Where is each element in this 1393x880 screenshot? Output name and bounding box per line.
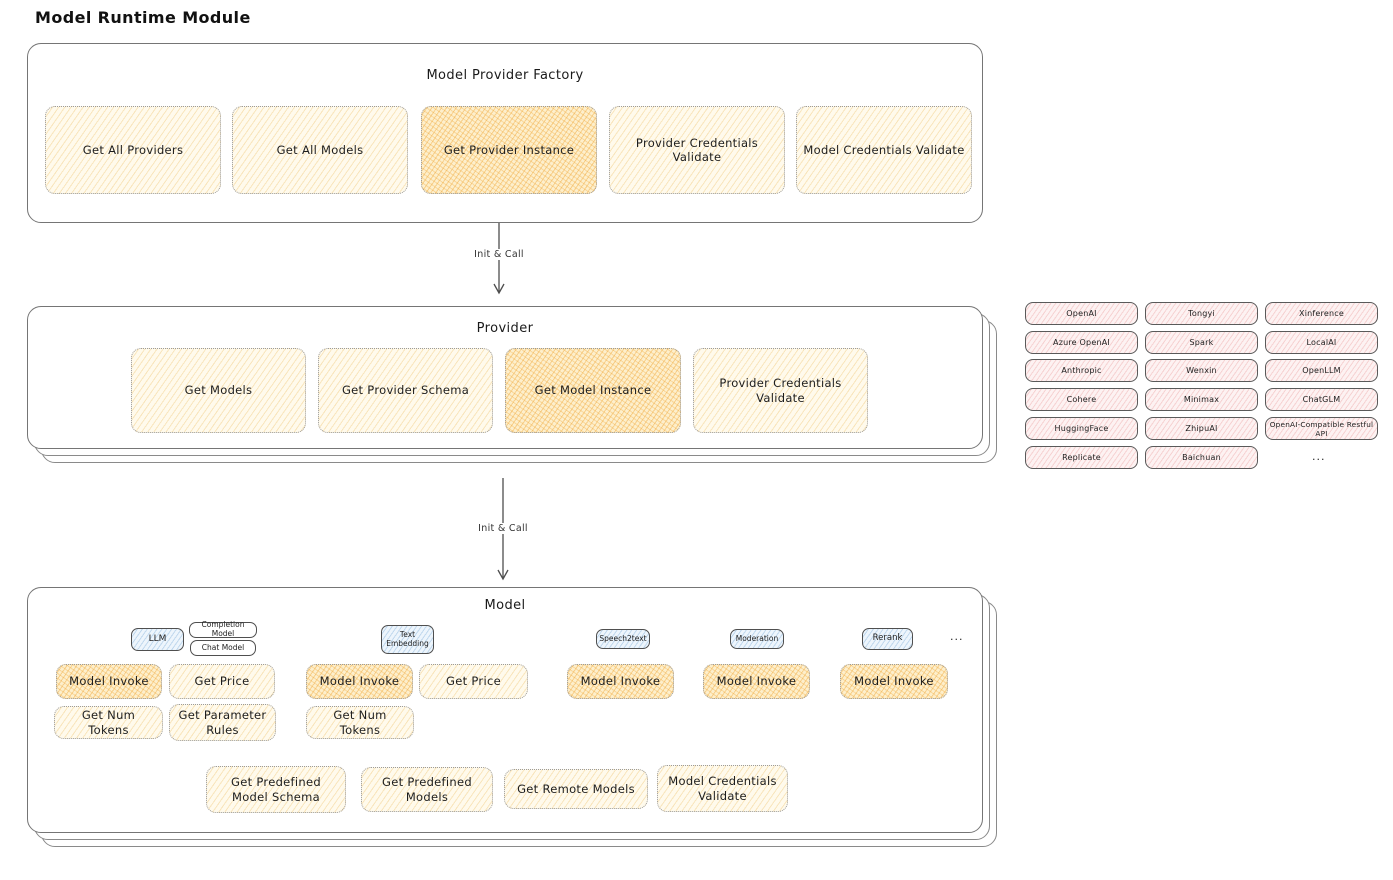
provider-pill-tongyi: Tongyi: [1145, 302, 1258, 325]
model-panel: Model LLM Completion Model Chat Model Te…: [27, 587, 997, 847]
provider-box-get-model-instance: Get Model Instance: [505, 348, 681, 433]
llm-get-price-box: Get Price: [169, 664, 275, 699]
get-remote-models-box: Get Remote Models: [504, 769, 648, 809]
page-title: Model Runtime Module: [35, 8, 251, 27]
llm-get-parameter-rules-box: Get Parameter Rules: [169, 704, 276, 741]
provider-panel-title: Provider: [476, 321, 534, 336]
tag-rerank: Rerank: [862, 628, 913, 650]
init-call-arrow-2: Init & Call: [475, 478, 531, 581]
provider-list-grid: OpenAI Tongyi Xinference Azure OpenAI Sp…: [1025, 300, 1381, 472]
factory-panel: Model Provider Factory Get All Providers…: [27, 43, 983, 223]
text-embedding-get-price-box: Get Price: [419, 664, 528, 699]
provider-pill-huggingface: HuggingFace: [1025, 417, 1138, 440]
provider-pill-spark: Spark: [1145, 331, 1258, 354]
provider-pill-anthropic: Anthropic: [1025, 359, 1138, 382]
provider-pill-cohere: Cohere: [1025, 388, 1138, 411]
init-call-arrow-1: Init & Call: [471, 223, 527, 295]
provider-pill-minimax: Minimax: [1145, 388, 1258, 411]
get-predefined-model-schema-box: Get Predefined Model Schema: [206, 766, 346, 813]
provider-box-provider-credentials-validate: Provider Credentials Validate: [693, 348, 868, 433]
provider-pill-baichuan: Baichuan: [1145, 446, 1258, 469]
provider-pill-zhipuai: ZhipuAI: [1145, 417, 1258, 440]
provider-pill-chatglm: ChatGLM: [1265, 388, 1378, 411]
tag-llm: LLM: [131, 628, 184, 651]
provider-pill-xinference: Xinference: [1265, 302, 1378, 325]
provider-panel: Provider Get Models Get Provider Schema …: [27, 306, 997, 463]
provider-pill-replicate: Replicate: [1025, 446, 1138, 469]
provider-pill-localai: LocalAI: [1265, 331, 1378, 354]
provider-pill-azure-openai: Azure OpenAI: [1025, 331, 1138, 354]
provider-pill-openai: OpenAI: [1025, 302, 1138, 325]
provider-pill-wenxin: Wenxin: [1145, 359, 1258, 382]
factory-box-get-all-providers: Get All Providers: [45, 106, 221, 194]
init-call-label-1: Init & Call: [471, 249, 527, 260]
get-predefined-models-box: Get Predefined Models: [361, 767, 493, 812]
tag-speech2text: Speech2text: [596, 629, 650, 649]
tag-chat-model: Chat Model: [190, 640, 256, 656]
provider-panel-layer-front: Provider Get Models Get Provider Schema …: [27, 306, 983, 449]
model-panel-layer-front: Model LLM Completion Model Chat Model Te…: [27, 587, 983, 833]
model-credentials-validate-box: Model Credentials Validate: [657, 765, 788, 812]
factory-box-get-all-models: Get All Models: [232, 106, 408, 194]
provider-pill-openai-compatible-restful-api: OpenAI-Compatible Restful API: [1265, 417, 1378, 440]
model-tags-ellipsis: ...: [950, 630, 964, 643]
speech2text-model-invoke-box: Model Invoke: [567, 664, 674, 699]
provider-box-get-provider-schema: Get Provider Schema: [318, 348, 493, 433]
tag-moderation: Moderation: [730, 629, 784, 649]
llm-get-num-tokens-box: Get Num Tokens: [54, 706, 163, 739]
provider-list-ellipsis: ...: [1312, 450, 1326, 463]
llm-model-invoke-box: Model Invoke: [56, 664, 162, 699]
tag-text-embedding: Text Embedding: [381, 625, 434, 654]
rerank-model-invoke-box: Model Invoke: [840, 664, 948, 699]
init-call-label-2: Init & Call: [475, 523, 531, 534]
factory-panel-title: Model Provider Factory: [426, 68, 584, 83]
provider-pill-openllm: OpenLLM: [1265, 359, 1378, 382]
text-embedding-model-invoke-box: Model Invoke: [306, 664, 413, 699]
model-panel-title: Model: [484, 598, 526, 613]
factory-box-model-credentials-validate: Model Credentials Validate: [796, 106, 972, 194]
tag-completion-model: Completion Model: [189, 621, 257, 638]
factory-box-get-provider-instance: Get Provider Instance: [421, 106, 597, 194]
factory-box-provider-credentials-validate: Provider Credentials Validate: [609, 106, 785, 194]
text-embedding-get-num-tokens-box: Get Num Tokens: [306, 706, 414, 739]
provider-box-get-models: Get Models: [131, 348, 306, 433]
moderation-model-invoke-box: Model Invoke: [703, 664, 810, 699]
